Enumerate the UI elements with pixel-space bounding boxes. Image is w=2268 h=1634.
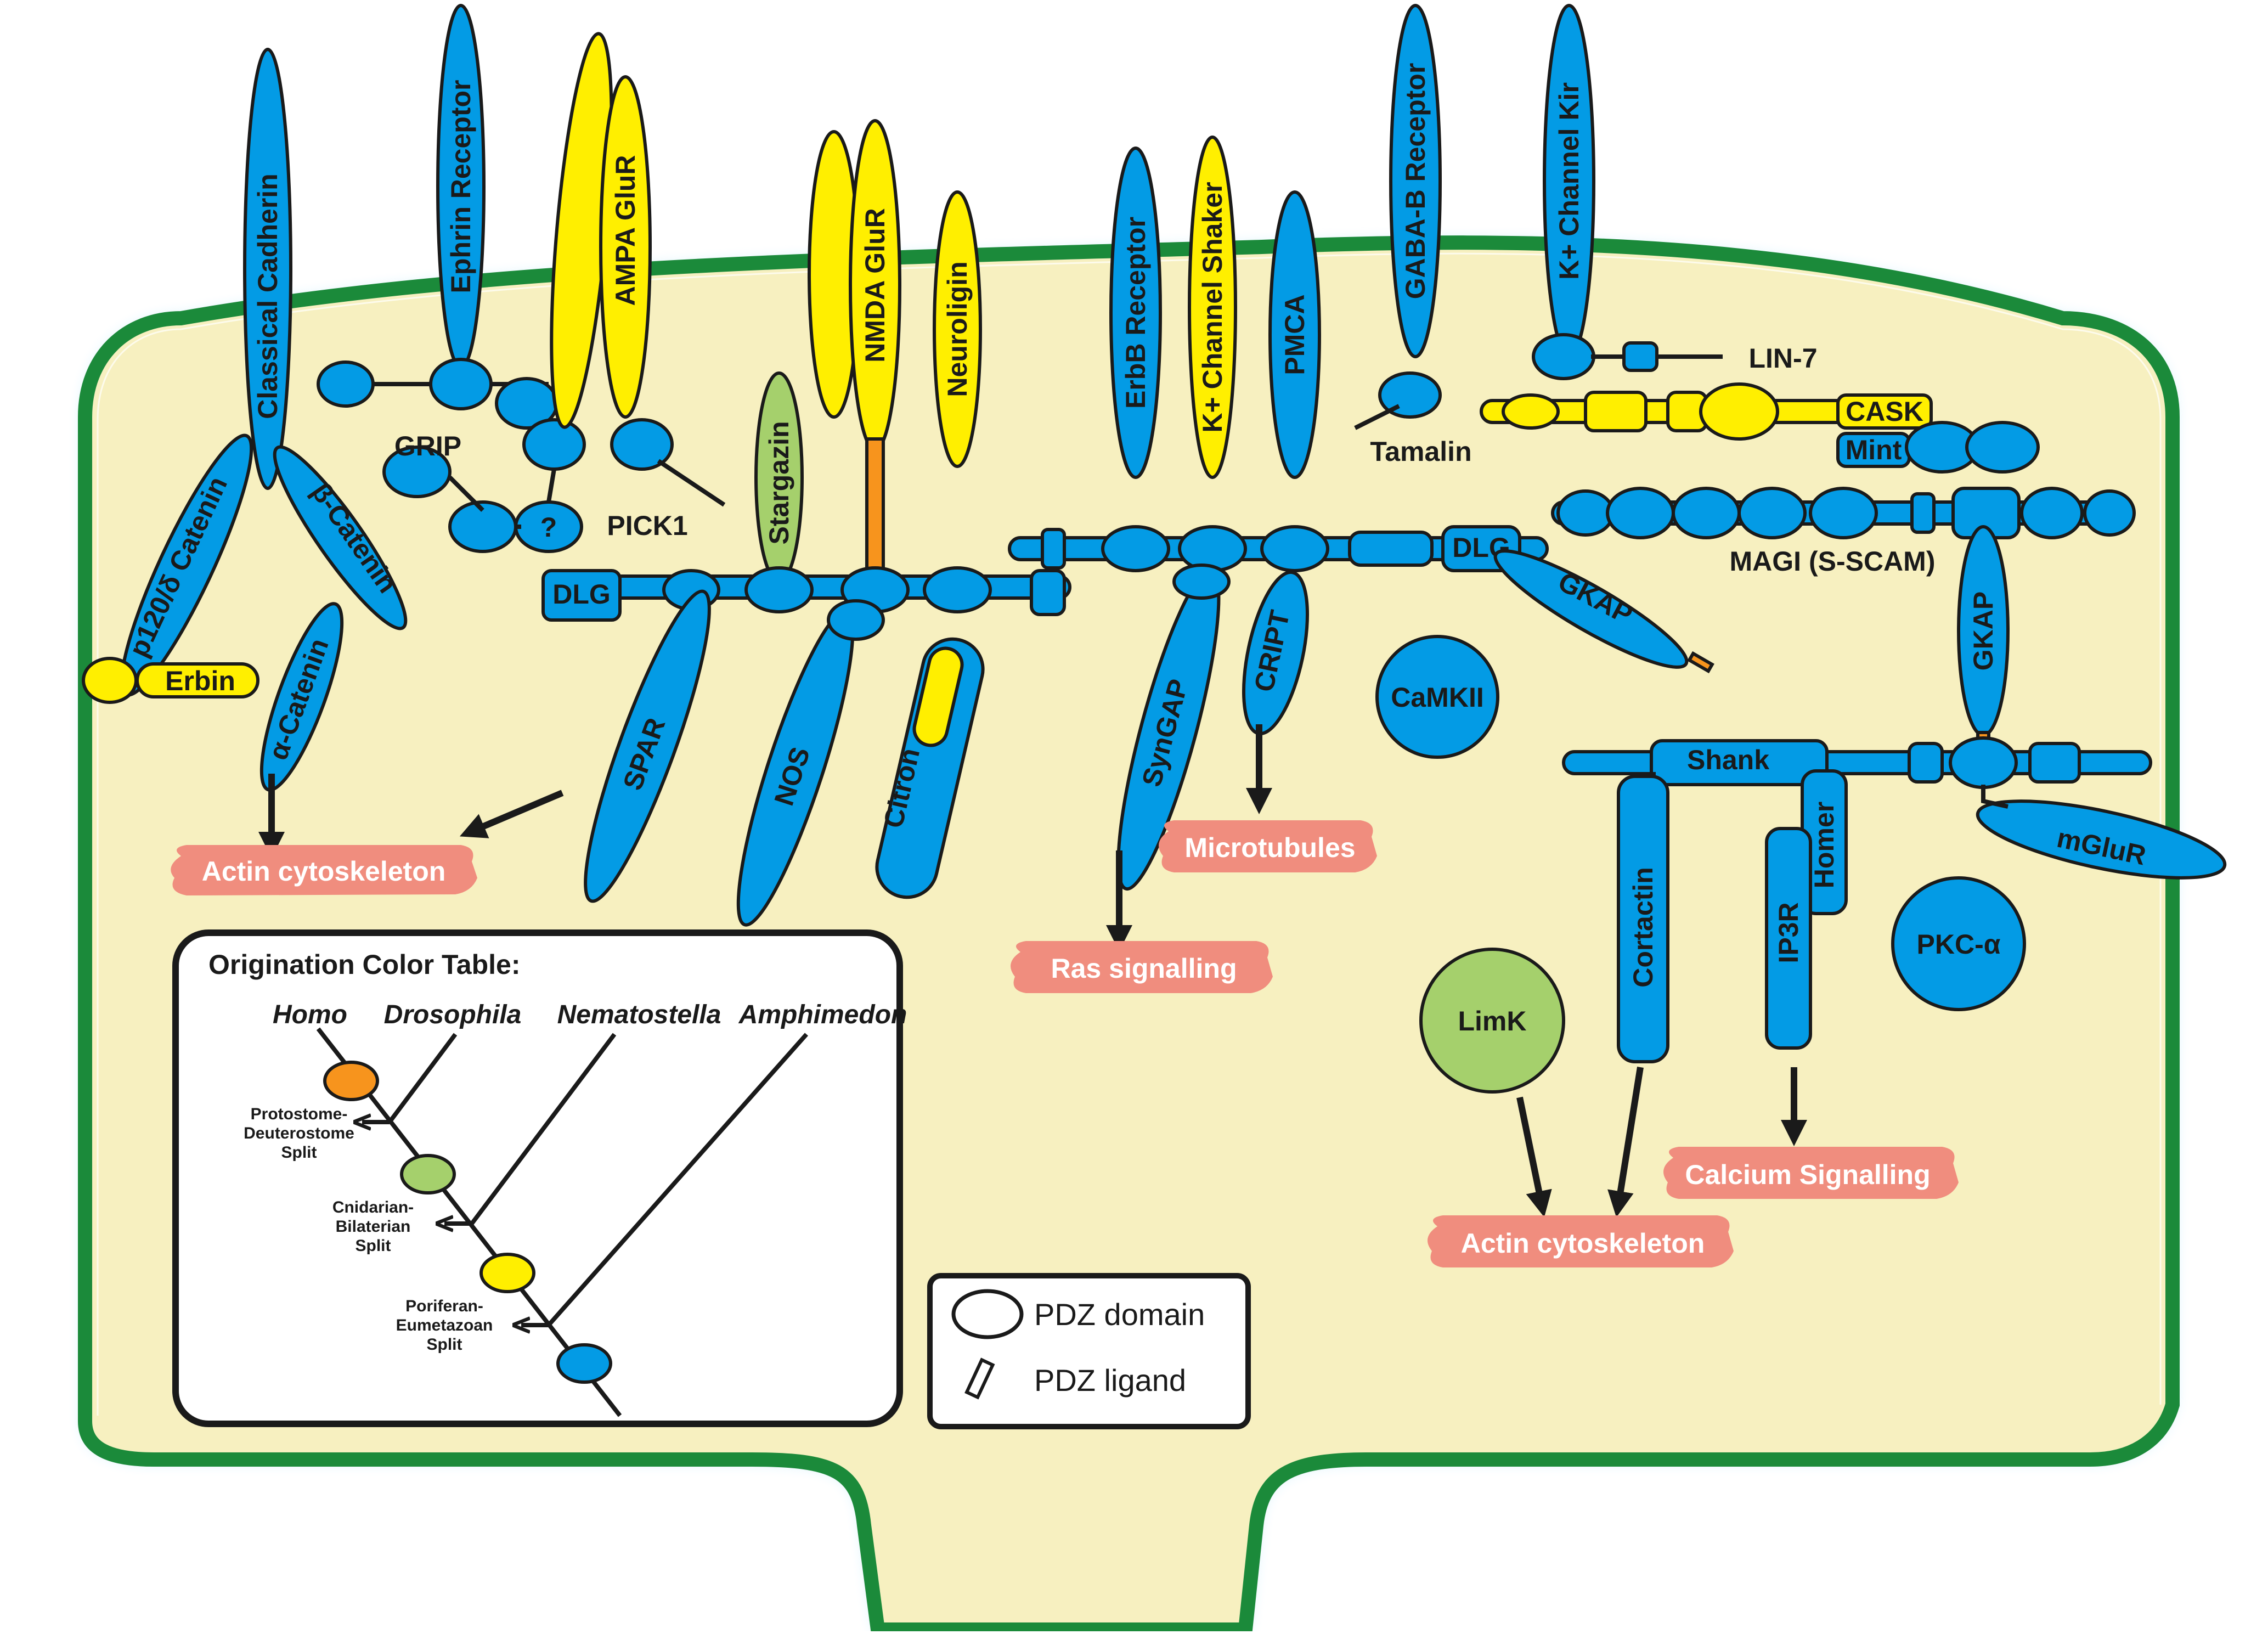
actin-output-right: Actin cytoskeleton xyxy=(1461,1228,1705,1259)
grip-complex: Ephrin Receptor GRIP ? AMPA GluR PICK1 xyxy=(317,4,726,553)
gabab-label: GABA-B Receptor xyxy=(1400,63,1431,300)
tamalin-label: Tamalin xyxy=(1370,436,1471,467)
gkap-top-shape xyxy=(1493,549,1689,669)
nmda-label: NMDA GluR xyxy=(860,208,890,362)
kshaker-shape xyxy=(1188,136,1237,479)
magi-label: MAGI (S-SCAM) xyxy=(1730,546,1936,577)
pkca-shape xyxy=(1891,876,2026,1011)
classical-cadherin-label: Classical Cadherin xyxy=(252,173,283,419)
spar-shape xyxy=(584,589,711,903)
classical-cadherin-shape xyxy=(243,48,292,490)
split-3-line1: Poriferan- xyxy=(405,1297,483,1315)
species-nematostella: Nematostella xyxy=(557,1000,721,1029)
split-1-line3: Split xyxy=(281,1143,317,1162)
node-homo xyxy=(323,1061,379,1101)
gabab-complex: GABA-B Receptor Tamalin xyxy=(1354,4,1472,467)
cortactin-shape xyxy=(1617,775,1669,1063)
node-drosophila xyxy=(400,1154,456,1194)
homer-label: Homer xyxy=(1809,802,1840,888)
nmda-dlg-complex: NMDA GluR Neuroligin Stargazin DLG SPAR … xyxy=(541,119,1071,927)
shank-label: Shank xyxy=(1687,745,1769,775)
arrows xyxy=(258,724,1807,1218)
erbb-shape xyxy=(1109,147,1162,479)
limk-shape xyxy=(1419,948,1565,1094)
actin-output-left: Actin cytoskeleton xyxy=(202,856,446,887)
ras-output: Ras signalling xyxy=(1051,953,1237,984)
shank-complex: GKAP Shank Cortactin Homer IP3R mGluR xyxy=(1562,525,2227,1063)
species-homo: Homo xyxy=(273,1000,347,1029)
kir-complex: K+ Channel Kir LIN-7 CASK Mint MAGI (S-S… xyxy=(1480,4,2136,577)
gkap-right-label: GKAP xyxy=(1968,591,1999,670)
ampa-label: AMPA GluR xyxy=(610,155,641,306)
grip-label: GRIP xyxy=(394,431,461,461)
node-nematostella xyxy=(479,1253,535,1293)
pdz-ligand-symbol xyxy=(964,1357,995,1400)
legend-pdz-ligand: PDZ ligand xyxy=(1034,1363,1186,1398)
species-amphimedon: Amphimedon xyxy=(738,1000,907,1029)
pmca-label: PMCA xyxy=(1279,294,1310,375)
split-2-line1: Cnidarian- xyxy=(332,1198,414,1216)
outputs: Actin cytoskeleton Microtubules Ras sign… xyxy=(171,820,1959,1267)
origination-color-table: Origination Color Table: Homo Drosophila… xyxy=(172,929,907,1427)
mglur-shape xyxy=(1976,799,2227,880)
split-3-line2: Eumetazoan xyxy=(396,1316,493,1334)
color-table-title: Origination Color Table: xyxy=(208,949,521,980)
ephrin-receptor-label: Ephrin Receptor xyxy=(445,80,476,294)
limk-label: LimK xyxy=(1458,1006,1527,1036)
ip3r-label: IP3R xyxy=(1773,902,1804,963)
legend: PDZ domain PDZ ligand xyxy=(927,1273,1251,1429)
pmca-shape xyxy=(1268,190,1321,479)
cask-label: CASK xyxy=(1846,396,1923,427)
dlg-left-label: DLG xyxy=(552,579,611,610)
cortactin-label: Cortactin xyxy=(1628,867,1658,987)
mint-label: Mint xyxy=(1846,435,1902,465)
ampa-right xyxy=(599,75,652,419)
erbin-label: Erbin xyxy=(165,666,235,696)
pkca-label: PKC-α xyxy=(1917,929,2001,960)
question-label: ? xyxy=(540,512,557,543)
pick1-label: PICK1 xyxy=(607,510,687,541)
gabab-shape xyxy=(1389,4,1442,358)
kshaker-label: K+ Channel Shaker xyxy=(1197,182,1228,432)
neuroligin-label: Neuroligin xyxy=(942,261,973,397)
pdz-domain-symbol xyxy=(951,1289,1024,1339)
species-drosophila: Drosophila xyxy=(384,1000,522,1029)
split-2-line3: Split xyxy=(356,1237,391,1255)
citron-shape xyxy=(875,637,985,899)
ip3r-shape xyxy=(1765,827,1812,1050)
erbb-label: ErbB Receptor xyxy=(1120,217,1151,409)
split-3-line3: Split xyxy=(427,1336,462,1354)
legend-pdz-domain: PDZ domain xyxy=(1034,1297,1205,1332)
erbb-dlg-complex: ErbB Receptor K+ Channel Shaker PMCA DLG… xyxy=(1008,136,1714,891)
neuroligin-shape xyxy=(933,190,982,468)
free-proteins: CaMKII PKC-α LimK xyxy=(1375,635,2026,1094)
microtubules-output: Microtubules xyxy=(1184,832,1355,863)
calcium-output: Calcium Signalling xyxy=(1685,1159,1930,1190)
split-2-line2: Bilaterian xyxy=(336,1218,411,1236)
camkii-label: CaMKII xyxy=(1391,682,1483,713)
node-amphimedon xyxy=(556,1343,612,1384)
stargazin-label: Stargazin xyxy=(764,421,794,544)
split-1-line2: Deuterostome xyxy=(244,1124,354,1142)
camkii-shape xyxy=(1375,635,1499,759)
split-1-line1: Protostome- xyxy=(251,1105,348,1123)
lin7-label: LIN-7 xyxy=(1749,343,1818,374)
kir-label: K+ Channel Kir xyxy=(1554,82,1584,280)
